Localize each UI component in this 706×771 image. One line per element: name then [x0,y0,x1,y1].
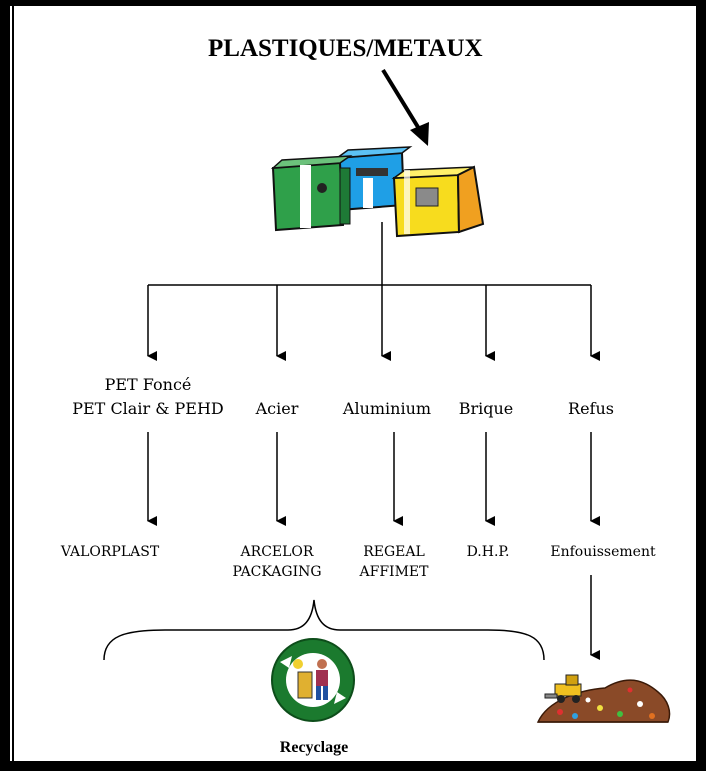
landfill-icon [536,674,671,723]
tree-connectors-middle [147,432,600,526]
destination-dhp: D.H.P. [466,544,510,560]
recycling-bins-icon [270,146,485,238]
category-brique: Brique [458,399,514,418]
category-pet-line1: PET Foncé [104,375,192,394]
destination-arcelor-line2: PACKAGING [232,564,322,580]
category-refus: Refus [568,399,614,418]
title-arrow [381,68,429,146]
category-aluminium: Aluminium [342,399,432,418]
category-pet: PET Foncé PET Clair & PEHD [40,377,256,417]
diagram-title: PLASTIQUES/METAUX [208,35,483,62]
tree-connectors-top [147,222,600,361]
destination-arcelor: ARCELOR PACKAGING [207,545,347,579]
destination-enfouissement: Enfouissement [550,544,656,560]
destination-regeal: REGEAL AFFIMET [339,545,449,579]
category-pet-line2: PET Clair & PEHD [72,399,224,418]
recyclage-label: Recyclage [279,739,349,756]
destination-valorplast: VALORPLAST [60,544,160,560]
destination-regeal-line2: AFFIMET [359,564,429,580]
recycling-symbol-icon [271,638,355,722]
destination-arcelor-line1: ARCELOR [240,544,314,560]
category-acier: Acier [255,399,299,418]
destination-regeal-line1: REGEAL [363,544,425,560]
recycling-brace [103,599,545,661]
